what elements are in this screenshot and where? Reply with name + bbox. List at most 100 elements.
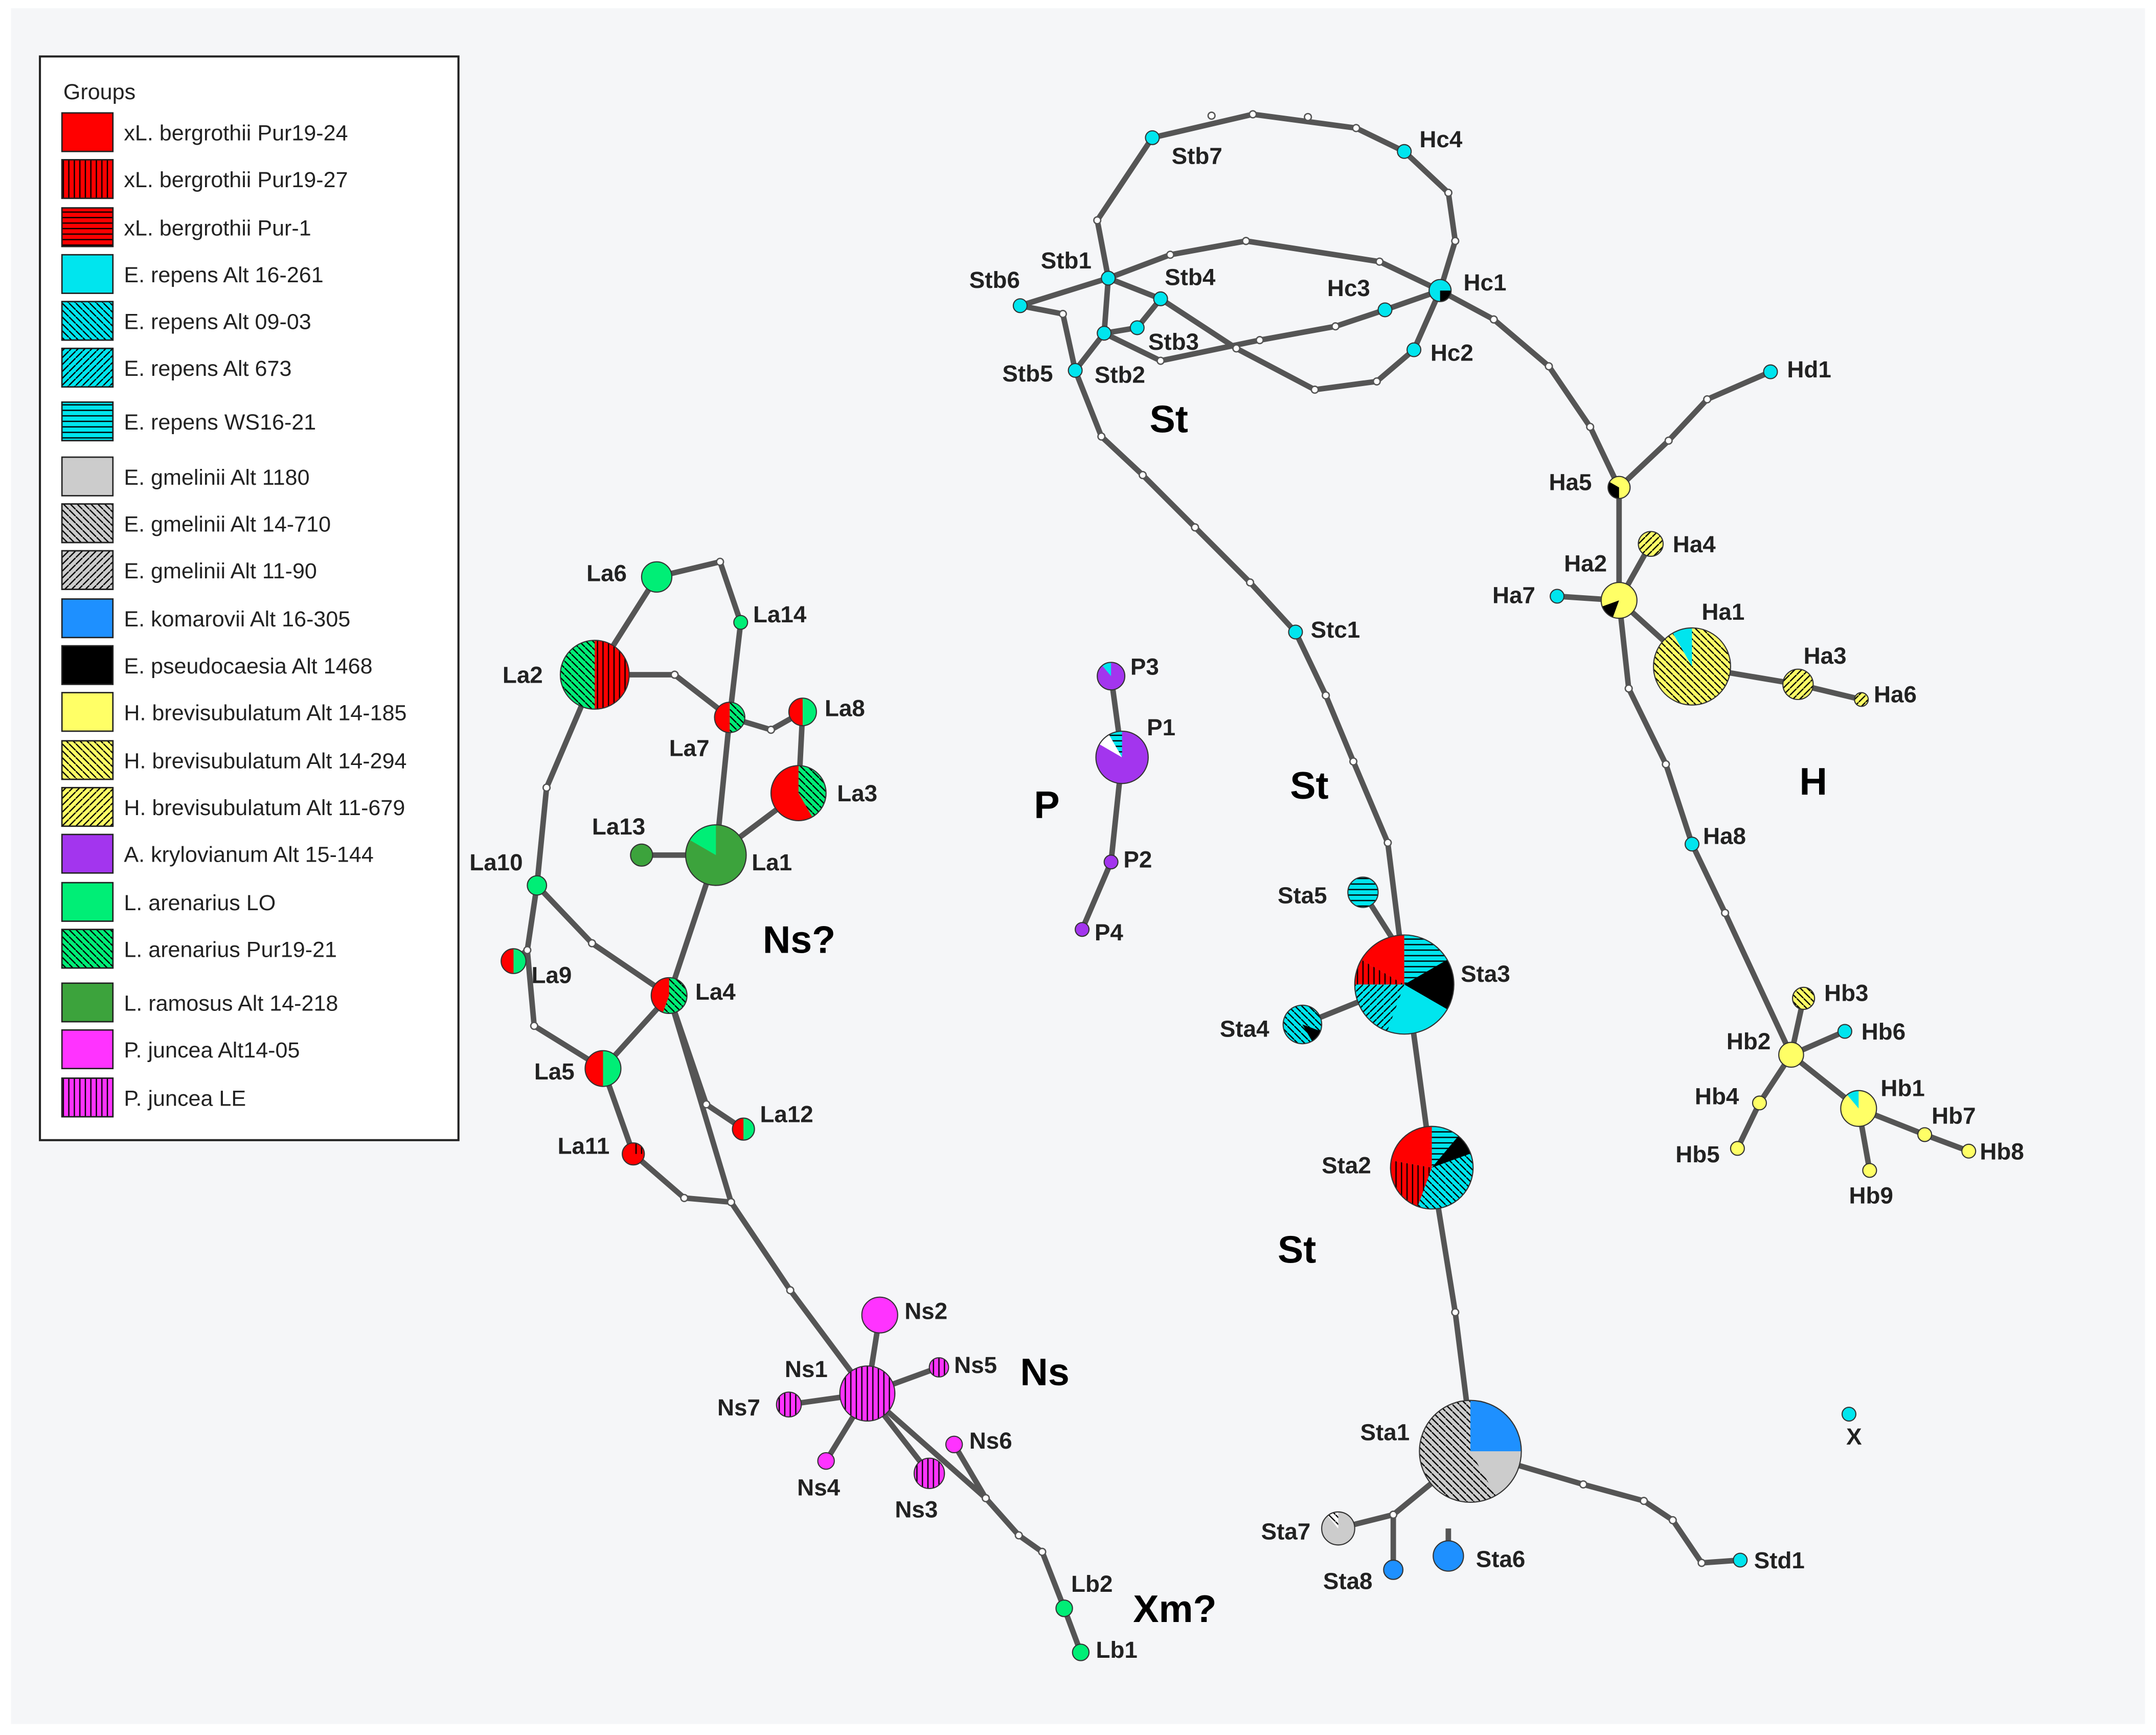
haplotype-node-Lb2 [1055,1599,1073,1617]
haplotype-outline [1145,130,1160,145]
haplotype-outline [559,640,630,710]
haplotype-label-La7: La7 [669,735,710,761]
haplotype-nodes [501,130,1977,1661]
haplotype-node-Sta4 [1282,1004,1323,1045]
legend-swatch [61,833,114,874]
haplotype-sector [1101,271,1116,285]
haplotype-label-Sta2: Sta2 [1322,1152,1371,1178]
haplotype-sector [1733,1553,1748,1567]
haplotype-outline [1129,320,1145,335]
haplotype-sector [1730,1141,1744,1156]
legend-items: xL. bergrothii Pur19-24 xL. bergrothii Pu… [61,112,406,1118]
legend-label: xL. bergrothii Pur-1 [124,216,311,240]
haplotype-sector [1288,625,1303,639]
legend-swatch [61,882,114,922]
haplotype-node-Stb3 [1129,320,1145,335]
haplotype-node-P3 [1097,662,1126,691]
haplotype-sector [776,1392,802,1417]
haplotype-node-Ha4 [1638,531,1664,557]
haplotype-sector [839,1366,895,1422]
haplotype-node-Ns1 [839,1365,896,1422]
legend-swatch [61,598,114,639]
legend-item: xL. bergrothii Pur19-24 [61,112,348,152]
haplotype-outline [1055,1599,1073,1617]
haplotype-outline [685,824,747,886]
haplotype-sector [1638,531,1663,556]
haplotype-label-La2: La2 [503,662,543,688]
haplotype-sector [1391,1126,1432,1168]
haplotype-sector [1432,1126,1459,1168]
haplotype-node-Ha7 [1550,589,1565,604]
haplotype-sector [1383,1560,1403,1580]
haplotype-sector [1068,363,1082,377]
haplotype-sector [730,702,745,733]
haplotype-sector [1354,959,1404,985]
haplotype-sector [1432,1136,1471,1168]
haplotype-label-P1: P1 [1147,714,1175,740]
haplotype-node-P4 [1075,922,1090,937]
haplotype-label-La10: La10 [469,849,523,875]
legend-item: E. gmelinii Alt 1180 [61,456,310,497]
legend-swatch [61,456,114,497]
haplotype-sector [1097,326,1111,341]
haplotype-label-Ha2: Ha2 [1564,551,1607,577]
haplotype-node-Hb1 [1840,1090,1877,1127]
haplotype-node-La10 [527,875,548,896]
haplotype-label-Ns1: Ns1 [785,1356,828,1382]
haplotype-label-Hb3: Hb3 [1824,980,1868,1006]
haplotype-outline [1097,662,1126,691]
legend-swatch [61,645,114,685]
haplotype-sector [1837,1024,1852,1039]
legend-swatch-pattern [61,503,114,544]
haplotype-label-La8: La8 [825,695,865,721]
haplotype-sector [1109,731,1122,758]
haplotype-labels: La6 La14 La2 La8 La7 La3 La13 La10 La1 L… [469,126,2024,1663]
haplotype-node-P1 [1095,730,1149,784]
haplotype-label-Stb1: Stb1 [1041,247,1092,274]
haplotype-outline [1354,934,1455,1035]
legend-label: E. repens Alt 673 [124,356,291,381]
haplotype-sector [1387,984,1447,1034]
haplotype-label-Stb5: Stb5 [1002,360,1053,387]
legend-item: E. repens Alt 16-261 [61,254,324,294]
legend-item: A. krylovianum Alt 15-144 [61,833,374,874]
haplotype-outline [928,1357,949,1378]
haplotype-outline [839,1365,896,1422]
haplotype-outline [1406,342,1422,357]
haplotype-node-Sta6 [1433,1540,1464,1572]
haplotype-node-Stb7 [1145,130,1160,145]
haplotype-node-Hb9 [1862,1163,1877,1178]
haplotype-outline [1782,668,1814,701]
haplotype-sector [1404,959,1454,1009]
haplotype-node-Sta2 [1390,1125,1474,1210]
haplotype-label-Stb4: Stb4 [1165,264,1216,290]
haplotype-sector [798,765,826,817]
haplotype-label-P4: P4 [1095,919,1124,945]
cluster-label-st-upper: St [1150,398,1188,441]
legend-swatch-pattern [61,159,114,199]
haplotype-node-La1 [685,824,747,886]
haplotype-node-Ns6 [945,1435,963,1454]
haplotype-sector [1354,984,1404,1031]
haplotype-outline [1321,1511,1355,1546]
haplotype-label-Hc2: Hc2 [1431,340,1473,366]
haplotype-node-Stc1 [1288,624,1303,640]
legend-item: E. repens Alt 09-03 [61,301,311,341]
haplotype-sector [802,698,816,726]
cluster-labels: St St St P H Ns? Ns Xm? [763,398,1827,1631]
legend-label: A. krylovianum Alt 15-144 [124,843,373,867]
haplotype-outline [817,1452,835,1470]
haplotype-node-Ha1 [1653,627,1731,706]
haplotype-sector [1407,343,1421,357]
legend-item: E. repens Alt 673 [61,347,291,388]
haplotype-node-La5 [584,1050,622,1087]
haplotype-node-Hc2 [1406,342,1422,357]
haplotype-sector [1102,662,1111,677]
haplotype-sector [527,875,547,895]
haplotype-node-La14 [733,615,748,630]
haplotype-label-Ha4: Ha4 [1673,531,1716,557]
haplotype-sector [560,640,595,709]
haplotype-sector [633,1143,645,1154]
